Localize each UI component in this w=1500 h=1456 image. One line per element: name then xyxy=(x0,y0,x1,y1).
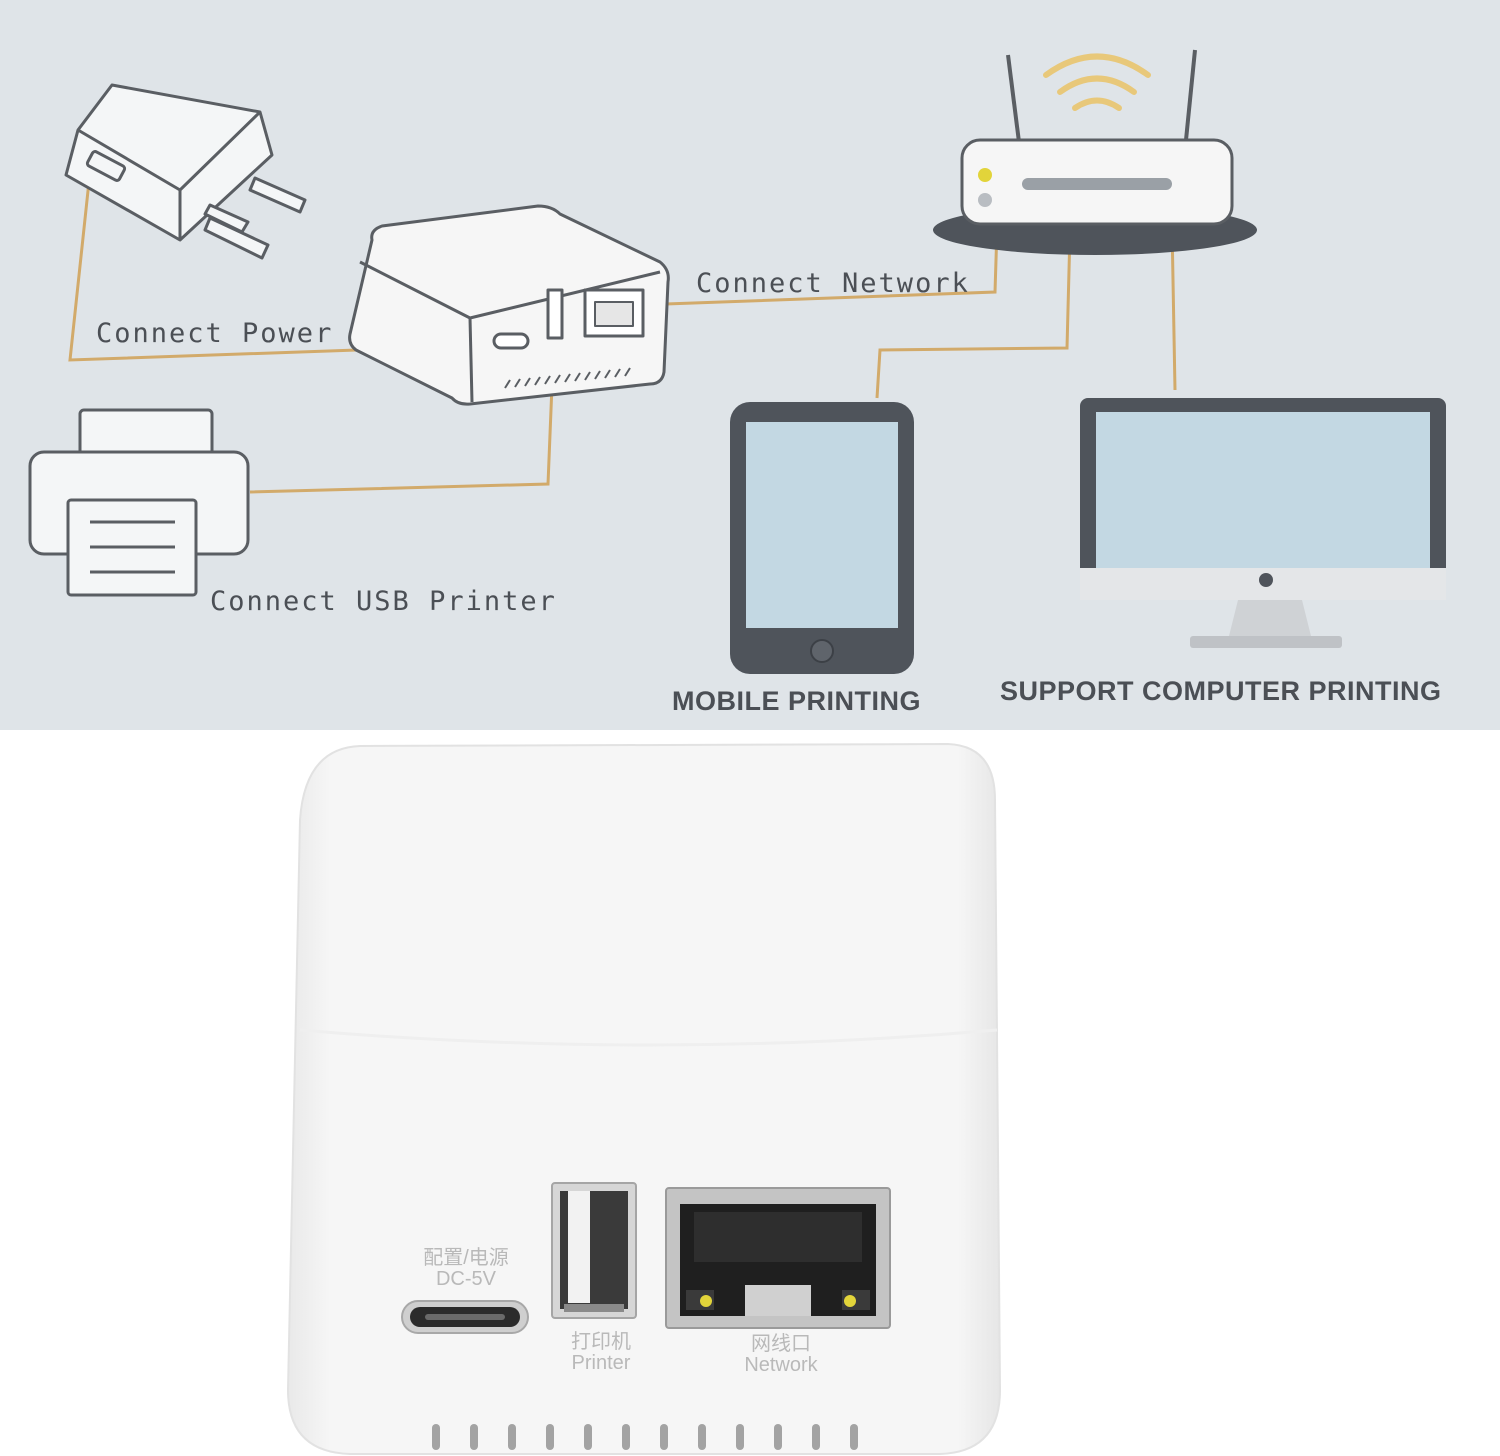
monitor-icon xyxy=(1080,398,1446,648)
printer-icon xyxy=(28,408,250,597)
wifi-icon xyxy=(1043,53,1151,111)
device-photo: 配置/电源 DC-5V 打印机 Printer 网线口 Network xyxy=(0,730,1500,1456)
printer-port-label-en: Printer xyxy=(571,1352,631,1374)
device-drawing xyxy=(286,742,1002,1455)
usb-c-port xyxy=(401,1300,529,1334)
printer-port-label-cn: 打印机 xyxy=(571,1331,631,1353)
support-computer-printing-label: SUPPORT COMPUTER PRINTING xyxy=(1000,676,1442,706)
print-server-icon xyxy=(348,204,670,406)
printer-port-label: 打印机 Printer xyxy=(548,1332,654,1374)
usb-printer-line xyxy=(249,384,554,494)
power-port-label-cn: 配置/电源 xyxy=(423,1247,509,1269)
power-port-label: 配置/电源 DC-5V xyxy=(404,1248,528,1290)
network-port-label-en: Network xyxy=(744,1354,818,1376)
mobile-line xyxy=(875,231,1072,399)
router-icon xyxy=(933,49,1257,255)
setup-diagram: Connect Power Connect Network Connect US… xyxy=(0,0,1500,730)
power-adapter-icon xyxy=(64,83,307,260)
rj45-port xyxy=(665,1187,891,1329)
power-port-label-en: DC-5V xyxy=(435,1268,496,1290)
network-led-left xyxy=(700,1295,712,1307)
mobile-printing-label: MOBILE PRINTING xyxy=(672,686,921,716)
network-led-right xyxy=(844,1295,856,1307)
usb-a-port xyxy=(551,1182,637,1319)
computer-line xyxy=(1170,224,1177,391)
vent-slots xyxy=(432,1424,858,1450)
connect-network-label: Connect Network xyxy=(696,268,970,299)
network-port-label-cn: 网线口 xyxy=(751,1333,811,1355)
connect-usb-printer-label: Connect USB Printer xyxy=(210,586,557,617)
network-port-label: 网线口 Network xyxy=(716,1334,846,1376)
connect-power-label: Connect Power xyxy=(96,318,334,349)
diagram-drawing xyxy=(28,49,1446,674)
tablet-icon xyxy=(730,402,914,674)
